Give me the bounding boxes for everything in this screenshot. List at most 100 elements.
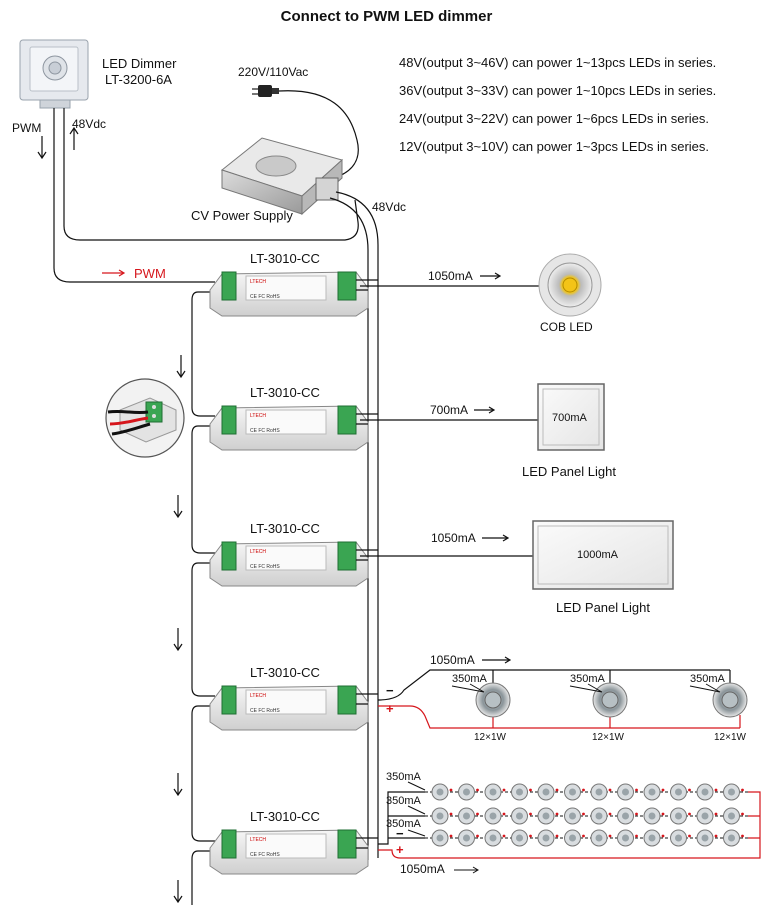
string-led-polarity-dot [449, 812, 453, 816]
downlight-branch-arrows [451, 683, 721, 693]
string-minus: − [396, 826, 404, 841]
downlight-branch-current-3: 350mA [690, 673, 725, 685]
cv-power-supply [220, 137, 344, 216]
driver-brand: LTECH [250, 413, 266, 419]
string-led-polarity-dot [688, 788, 691, 792]
driver-brand: LTECH [250, 693, 266, 699]
string-led-polarity-dot [582, 812, 585, 816]
terminal-zoom-inset [105, 378, 185, 458]
string-led-polarity-dot [476, 834, 479, 838]
string-led-lens [675, 812, 682, 820]
dimmer-48v-wire [63, 108, 359, 241]
driver-rohs: CE FC RoHS [250, 708, 280, 714]
string-led-polarity-dot [502, 834, 506, 838]
dimmer-name: LED Dimmer [102, 56, 177, 71]
cc-driver-3: LTECH CE FC RoHS [209, 541, 369, 587]
string-led-polarity-dot [529, 834, 532, 838]
string-led-polarity-dot [449, 834, 453, 838]
diagram-title: Connect to PWM LED dimmer [280, 8, 493, 25]
series-note-12v: 12V(output 3~10V) can power 1~3pcs LEDs … [399, 139, 710, 154]
dimmer-pwm-label: PWM [12, 121, 42, 135]
string-led-lens [595, 788, 603, 796]
psu-label: CV Power Supply [191, 208, 293, 223]
string-led-lens [728, 812, 735, 820]
string-led-lens [622, 788, 629, 796]
driver-rohs: CE FC RoHS [250, 852, 280, 858]
string-led-lens [675, 788, 682, 796]
driver-rohs: CE FC RoHS [250, 564, 280, 570]
string-led-lens [648, 812, 656, 820]
string-led-lens [489, 812, 497, 820]
downlight-negative-bus [377, 669, 731, 701]
string-total-current: 1050mA [400, 862, 445, 876]
string-led-lens [595, 834, 603, 842]
driver-brand: LTECH [250, 549, 266, 555]
string-led-polarity-dot [555, 812, 559, 816]
string-led-lens [436, 788, 444, 796]
string-led-lens [436, 812, 444, 820]
string-led-polarity-dot [555, 834, 559, 838]
string-led-lens [728, 834, 735, 842]
panel1-current-arrow [474, 406, 496, 414]
driver-model-5: LT-3010-CC [250, 809, 320, 824]
panel2-current-arrow [482, 534, 510, 542]
cob-current: 1050mA [428, 269, 473, 283]
string-led-polarity-dot [608, 788, 612, 792]
chain-down-arrow-2 [173, 495, 183, 519]
string-led-lens [622, 812, 629, 820]
string-led-polarity-dot [688, 834, 691, 838]
string-led-polarity-dot [688, 812, 691, 816]
mains-label: 220V/110Vac [238, 65, 309, 79]
series-note-36v: 36V(output 3~33V) can power 1~10pcs LEDs… [399, 83, 717, 98]
driver-model-4: LT-3010-CC [250, 665, 320, 680]
string-led-polarity-dot [582, 834, 585, 838]
series-note-48v: 48V(output 3~46V) can power 1~13pcs LEDs… [399, 55, 717, 70]
downlight-rating-2: 12×1W [592, 732, 624, 743]
panel1-label: LED Panel Light [522, 464, 616, 479]
panel2-label: LED Panel Light [556, 600, 650, 615]
string-led-polarity-dot [741, 812, 744, 816]
pwm-signal-arrow [102, 269, 126, 277]
vdc-up-arrow [69, 126, 79, 150]
chain-down-arrow-1 [176, 355, 186, 379]
downlight-total-current: 1050mA [430, 653, 475, 667]
driver-rohs: CE FC RoHS [250, 294, 280, 300]
string-led-lens [569, 834, 576, 842]
panel1-inner-label: 700mA [552, 412, 587, 424]
string-led-polarity-dot [661, 788, 665, 792]
string-led-lens [436, 834, 444, 842]
string-led-lens [516, 812, 523, 820]
string-led-polarity-dot [529, 788, 532, 792]
string-negative-wires [378, 791, 425, 845]
dimmer-vdc-label: 48Vdc [72, 117, 107, 131]
string-led-polarity-dot [741, 834, 744, 838]
string-led-lens [569, 812, 576, 820]
string-led-lens [463, 788, 470, 796]
panel1-current: 700mA [430, 403, 469, 417]
string-plus: + [396, 842, 404, 857]
string-led-lens [701, 812, 709, 820]
downlight-minus: − [386, 683, 394, 698]
downlight-positive-bus [378, 705, 741, 729]
string-led-lens [595, 812, 603, 820]
downlight-rating-1: 12×1W [474, 732, 506, 743]
string-led-lens [728, 788, 735, 796]
string-led-polarity-dot [449, 788, 453, 792]
string-led-lens [569, 788, 576, 796]
psu-output-label: 48Vdc [372, 200, 407, 214]
cc-driver-2: LTECH CE FC RoHS [209, 405, 369, 451]
string-current-1: 350mA [386, 771, 421, 783]
string-led-polarity-dot [661, 834, 665, 838]
downlight-rating-3: 12×1W [714, 732, 746, 743]
cc-driver-1: LTECH CE FC RoHS [209, 271, 369, 317]
dimmer-pwm-wire [53, 108, 215, 283]
string-led-polarity-dot [529, 812, 532, 816]
driver-brand: LTECH [250, 279, 266, 285]
string-led-lens [542, 834, 550, 842]
mains-plug [252, 85, 279, 97]
string-led-polarity-dot [476, 788, 479, 792]
chain-down-arrow-3 [173, 628, 183, 652]
cob-current-arrow [480, 272, 502, 280]
led-panel-700 [537, 383, 605, 451]
